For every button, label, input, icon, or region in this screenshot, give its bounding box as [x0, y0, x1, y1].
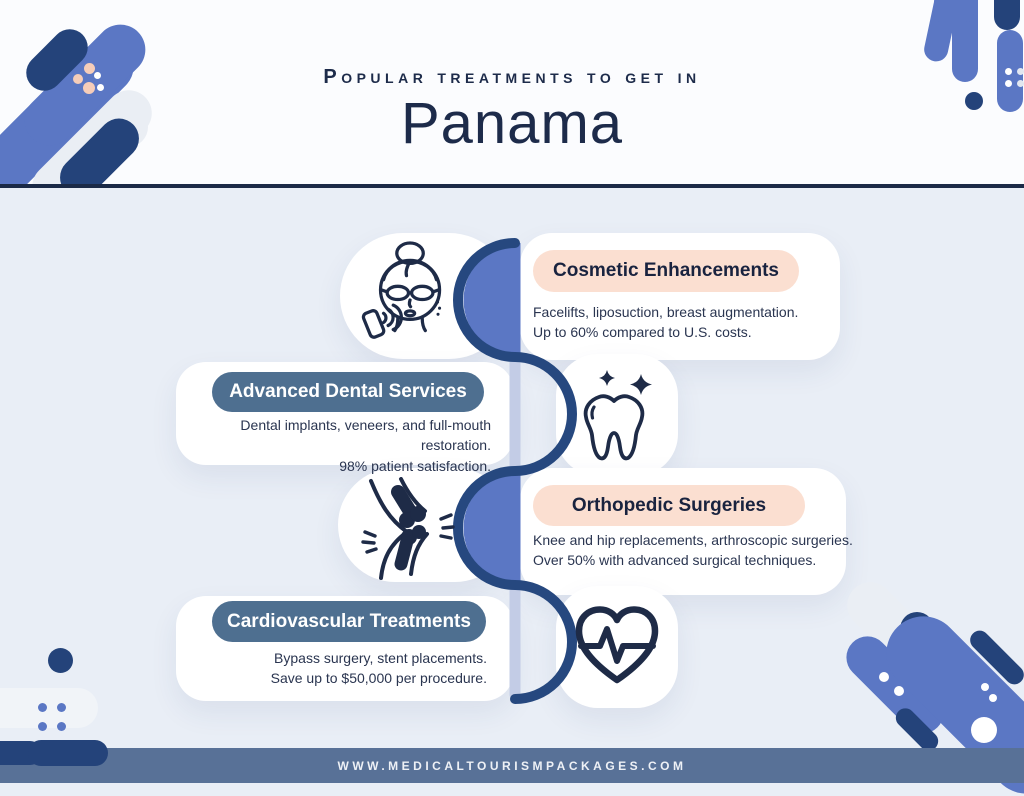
description-line: Dental implants, veneers, and full-mouth…	[240, 417, 491, 454]
description-line: Bypass surgery, stent placements.	[274, 650, 487, 666]
decor-dot	[1005, 80, 1012, 87]
section-description: Dental implants, veneers, and full-mouth…	[178, 415, 491, 476]
description-line: 98% patient satisfaction.	[339, 457, 491, 474]
decor-dot	[1017, 80, 1024, 87]
page-title: Panama	[400, 91, 624, 156]
decor-capsule	[994, 0, 1020, 30]
decor-dot	[94, 72, 101, 79]
decor-circle	[971, 717, 997, 743]
decor-dot	[97, 84, 104, 91]
decor-dot	[989, 694, 997, 702]
description-line: Facelifts, liposuction, breast augmentat…	[533, 304, 799, 320]
section-title: Cardiovascular Treatments	[227, 610, 471, 632]
decor-circle	[965, 92, 983, 110]
description-line: Up to 60% compared to U.S. costs.	[533, 324, 752, 341]
decor-dot	[73, 74, 83, 84]
decor-dot	[57, 722, 66, 731]
page-subtitle: Popular treatments to get in	[323, 66, 701, 88]
decor-dot	[1017, 68, 1024, 75]
decor-dot	[879, 672, 889, 682]
header-divider	[0, 184, 1024, 188]
section-description: Knee and hip replacements, arthroscopic …	[533, 530, 853, 571]
description-line: Knee and hip replacements, arthroscopic …	[533, 532, 853, 548]
decor-capsule	[0, 688, 98, 728]
tooth-sparkle-icon	[583, 370, 652, 461]
decor-circle	[48, 648, 73, 673]
section-title: Orthopedic Surgeries	[571, 494, 767, 516]
decor-dot	[57, 703, 66, 712]
decor-capsule	[934, 0, 974, 22]
heart-pulse-icon	[575, 606, 659, 684]
section-title-pill: Advanced Dental Services	[212, 372, 484, 412]
footer-bar: www.medicaltourismpackages.com	[0, 748, 1024, 783]
decor-dot	[981, 683, 989, 691]
section-title: Cosmetic Enhancements	[553, 260, 779, 281]
section-description: Bypass surgery, stent placements. Save u…	[200, 648, 487, 689]
decor-dot	[83, 82, 95, 94]
footer-website: www.medicaltourismpackages.com	[337, 758, 687, 773]
section-description: Facelifts, liposuction, breast augmentat…	[533, 302, 798, 343]
section-title-pill: Cosmetic Enhancements	[533, 250, 799, 292]
decor-capsule	[28, 740, 108, 766]
decor-dot	[84, 63, 95, 74]
section-title-pill: Cardiovascular Treatments	[212, 601, 486, 642]
knee-joint-icon	[361, 477, 455, 580]
decor-dot	[38, 703, 47, 712]
decor-dot	[1005, 68, 1012, 75]
facial-treatment-icon	[361, 241, 442, 339]
header: Popular treatments to get in Panama	[0, 0, 1024, 184]
decor-dot	[894, 686, 904, 696]
description-line: Save up to $50,000 per procedure.	[270, 670, 487, 687]
section-title: Advanced Dental Services	[229, 381, 467, 402]
decor-dot	[38, 722, 47, 731]
description-line: Over 50% with advanced surgical techniqu…	[533, 552, 817, 569]
section-title-pill: Orthopedic Surgeries	[533, 485, 805, 526]
